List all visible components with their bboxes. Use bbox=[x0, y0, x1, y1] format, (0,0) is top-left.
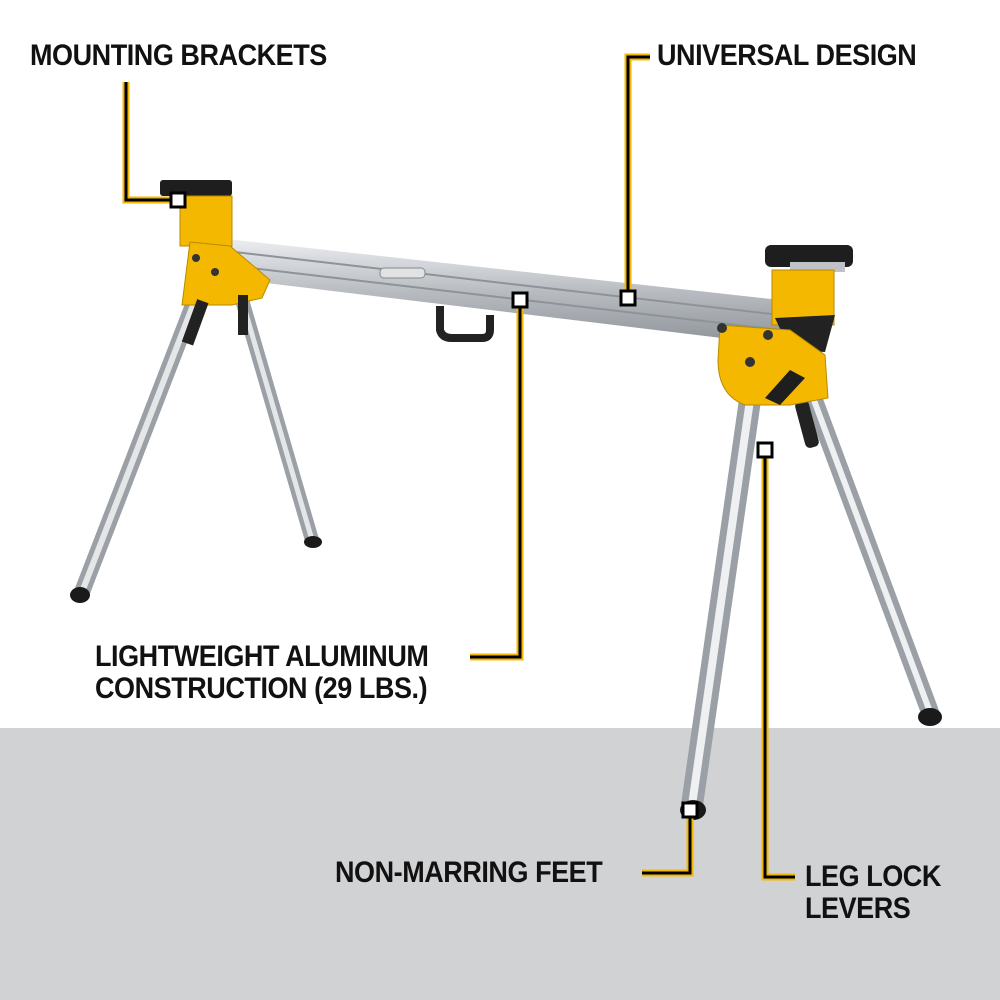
marker-universal-design bbox=[619, 289, 637, 307]
callout-text: MOUNTING BRACKETS bbox=[30, 39, 327, 72]
callout-text: CONSTRUCTION (29 LBS.) bbox=[95, 672, 428, 705]
marker-mounting-brackets bbox=[169, 191, 187, 209]
marker-feet bbox=[681, 801, 699, 819]
foot-icon bbox=[304, 536, 322, 548]
aluminum-beam bbox=[199, 236, 781, 345]
left-mounting-bracket bbox=[160, 180, 271, 346]
callout-lightweight-aluminum: LIGHTWEIGHT ALUMINUM CONSTRUCTION (29 LB… bbox=[95, 640, 429, 705]
callout-text: LIGHTWEIGHT ALUMINUM bbox=[95, 640, 429, 673]
callout-markers bbox=[169, 191, 774, 819]
callout-text: NON-MARRING FEET bbox=[335, 856, 603, 889]
marker-aluminum bbox=[511, 291, 529, 309]
callout-text: UNIVERSAL DESIGN bbox=[657, 39, 917, 72]
marker-leg-lock bbox=[756, 441, 774, 459]
floor-background bbox=[0, 728, 1000, 1000]
foot-icon bbox=[70, 587, 90, 603]
callout-lines bbox=[122, 53, 795, 881]
callout-text: LEVERS bbox=[805, 892, 911, 925]
callout-text: LEG LOCK bbox=[805, 860, 941, 893]
callout-universal-design: UNIVERSAL DESIGN bbox=[657, 39, 917, 72]
foot-icon bbox=[918, 708, 942, 726]
right-mounting-bracket bbox=[717, 245, 853, 406]
callout-leg-lock-levers: LEG LOCK LEVERS bbox=[805, 861, 941, 925]
callout-non-marring-feet: NON-MARRING FEET bbox=[335, 856, 603, 889]
right-legs bbox=[680, 386, 942, 820]
callout-mounting-brackets: MOUNTING BRACKETS bbox=[30, 40, 327, 72]
left-legs bbox=[70, 292, 322, 603]
